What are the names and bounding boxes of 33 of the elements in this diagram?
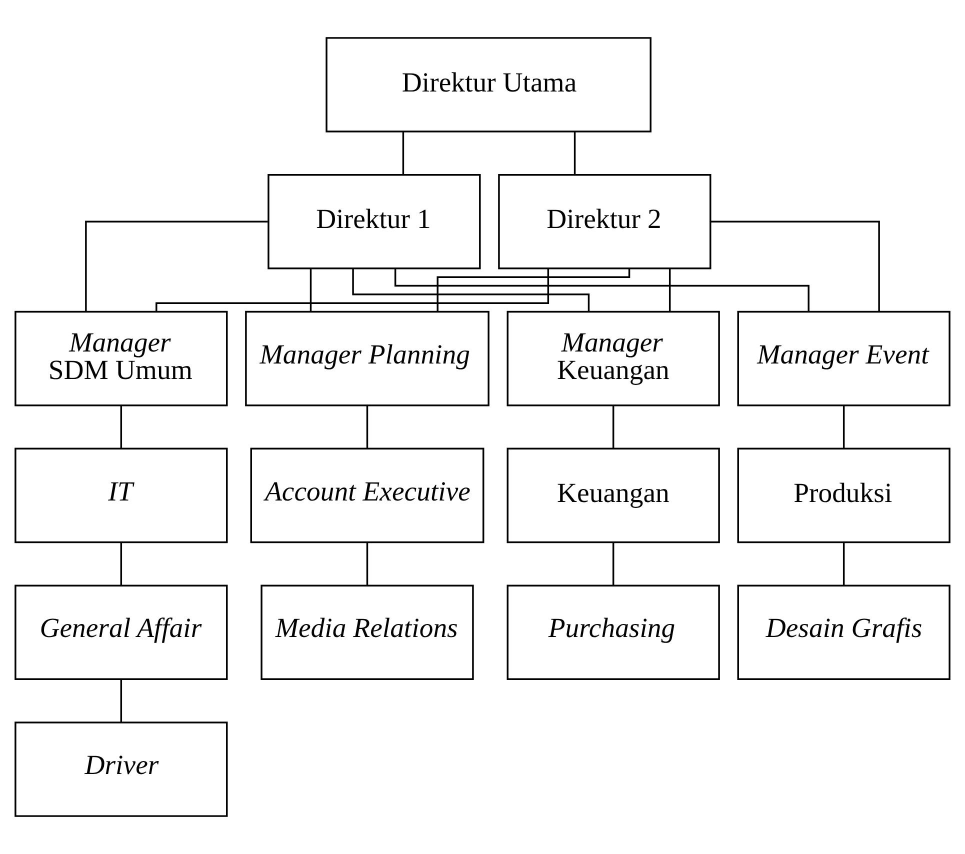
- node-box: Media Relations: [260, 584, 474, 680]
- connector: [842, 406, 845, 448]
- connector: [612, 406, 614, 448]
- node-box: Desain Grafis: [737, 584, 950, 680]
- node-box: General Affair: [14, 584, 228, 680]
- connector: [366, 406, 368, 448]
- connector: [120, 542, 122, 586]
- connector: [574, 132, 576, 174]
- node-box: Direktur 2: [498, 174, 712, 270]
- node-box: Manager Planning: [245, 310, 490, 406]
- connector: [366, 542, 368, 586]
- connector: [402, 132, 404, 174]
- node-box: Manager SDM Umum: [14, 310, 228, 406]
- connector: [842, 542, 845, 586]
- node-box: Driver: [14, 722, 228, 817]
- node-box: IT: [14, 448, 228, 544]
- node-box: Direktur Utama: [326, 37, 652, 132]
- connector: [710, 220, 880, 312]
- connector: [436, 268, 630, 312]
- node-box: Direktur 1: [268, 174, 481, 270]
- node-box: Purchasing: [506, 584, 720, 680]
- connector: [120, 679, 122, 722]
- node-box: Manager Event: [737, 310, 950, 406]
- connector: [120, 406, 122, 448]
- node-box: Account Executive: [250, 448, 484, 544]
- connector: [156, 268, 550, 312]
- node-box: Keuangan: [506, 448, 720, 544]
- connector: [612, 542, 614, 586]
- connector: [310, 268, 312, 312]
- connector: [668, 268, 671, 312]
- node-box: Produksi: [737, 448, 950, 544]
- node-box: Manager Keuangan: [506, 310, 720, 406]
- connector: [85, 220, 268, 312]
